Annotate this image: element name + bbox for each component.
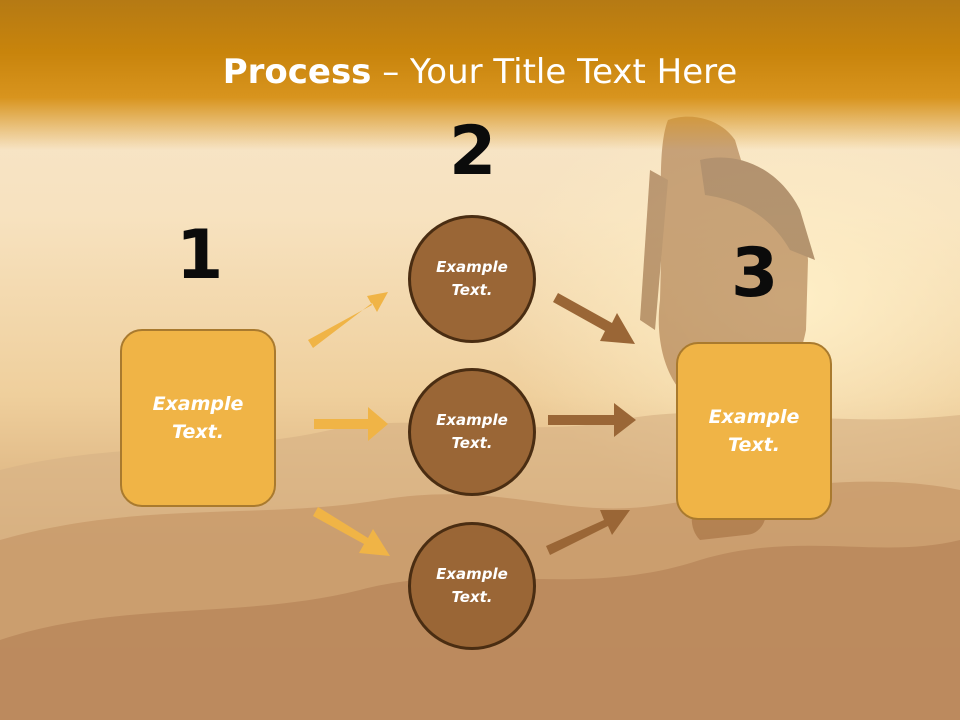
arrow-left-to-top (308, 292, 388, 348)
step-number-2: 2 (449, 112, 497, 191)
left-step-box: Example Text. (120, 329, 276, 507)
middle-circle-top: Example Text. (408, 215, 536, 343)
title-bold-part: Process (222, 52, 372, 92)
left-step-box-text: Example Text. (152, 392, 244, 444)
arrow-left-to-bottom (313, 507, 390, 556)
title-band (0, 0, 960, 150)
arrow-bottom-to-right (546, 510, 630, 555)
middle-circle-center: Example Text. (408, 368, 536, 496)
middle-circle-center-text: Example Text. (436, 410, 508, 452)
right-step-box: Example Text. (676, 342, 832, 520)
arrow-top-to-right (553, 293, 635, 344)
arrow-center-to-right (548, 403, 636, 437)
arrow-left-to-center (314, 407, 388, 441)
step-number-1: 1 (176, 216, 224, 295)
step-number-3: 3 (731, 234, 779, 313)
middle-circle-top-text: Example Text. (436, 257, 508, 299)
title-rest-part: – Your Title Text Here (371, 52, 738, 92)
middle-circle-bottom: Example Text. (408, 522, 536, 650)
page-title: Process – Your Title Text Here (0, 52, 960, 92)
middle-circle-bottom-text: Example Text. (436, 564, 508, 606)
right-step-box-text: Example Text. (708, 405, 800, 457)
